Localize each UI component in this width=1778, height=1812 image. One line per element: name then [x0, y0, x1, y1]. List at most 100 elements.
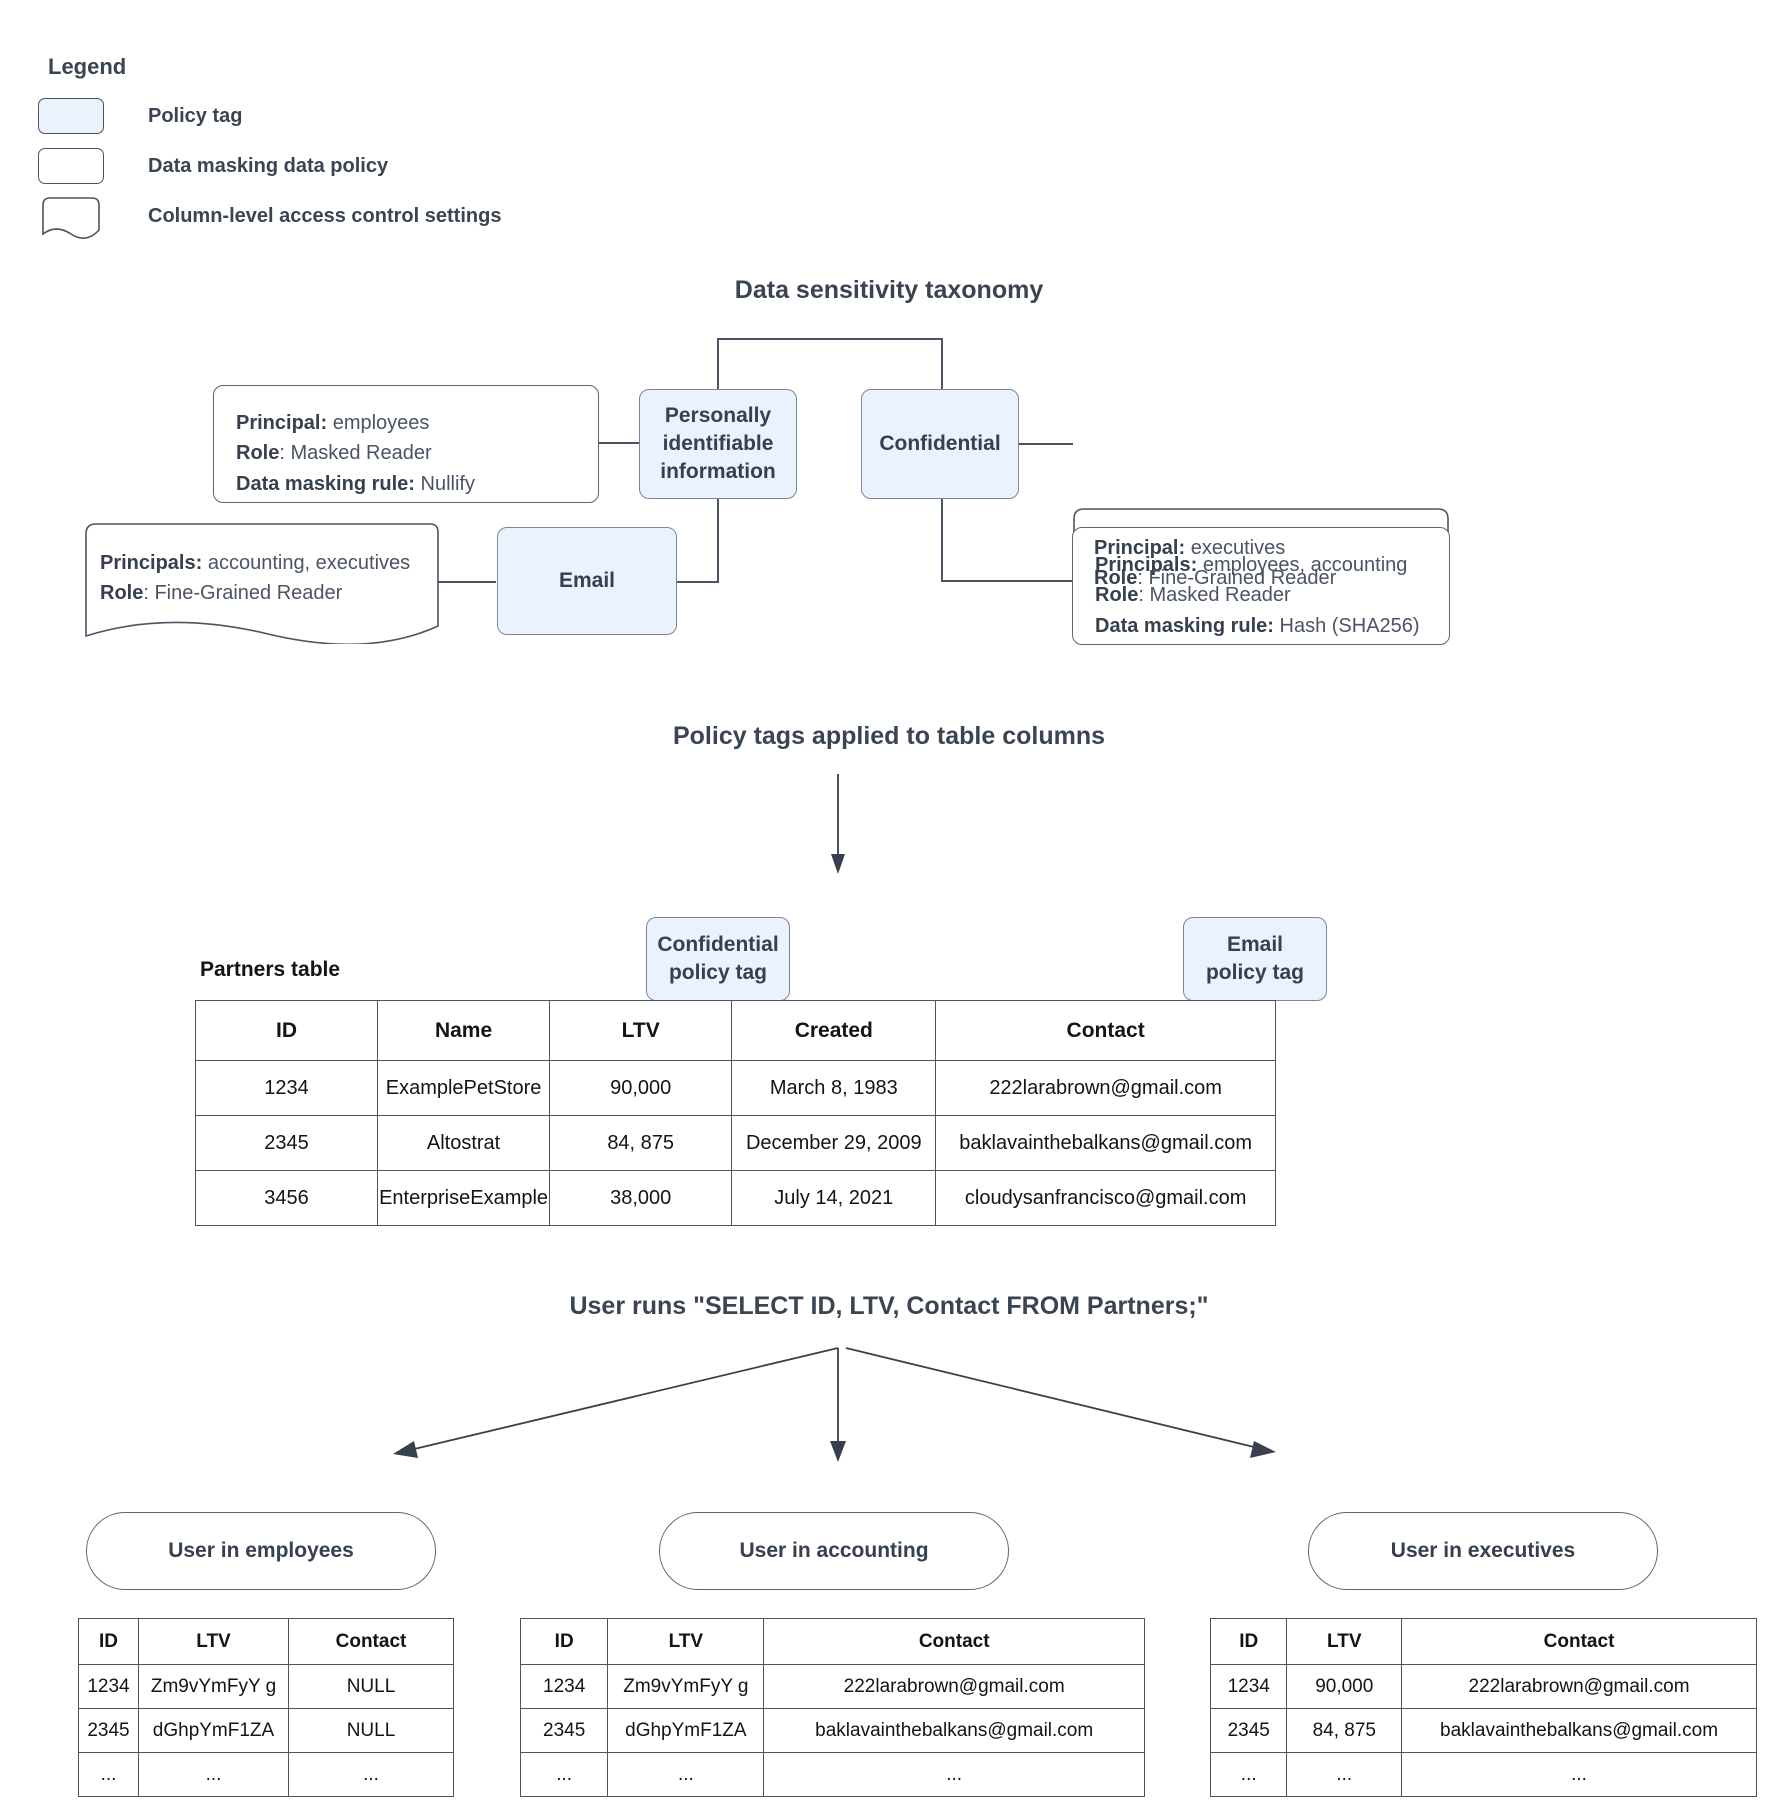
column-policy-tag-line2: policy tag: [1205, 961, 1305, 984]
legend-item-policy-tag: Policy tag: [38, 98, 242, 134]
table-cell: baklavainthebalkans@gmail.com: [763, 1708, 1145, 1753]
persona-pill-executives[interactable]: User in executives: [1308, 1512, 1658, 1590]
connector-pii-to-email: [676, 581, 719, 583]
data-masking-policy-confidential[interactable]: Principals: employees, accounting Role: …: [1072, 527, 1450, 645]
connector-pii-to-mask: [598, 442, 640, 444]
table-cell: 84, 875: [1286, 1708, 1403, 1753]
table-cell: 222larabrown@gmail.com: [935, 1060, 1276, 1116]
table-cell: 1234: [78, 1664, 139, 1709]
legend-label-column-access: Column-level access control settings: [148, 204, 502, 227]
table-cell: 84, 875: [549, 1115, 733, 1171]
document-shape-icon: [85, 523, 439, 644]
connector-confidential-top: [941, 338, 943, 390]
policy-line: Role: Fine-Grained Reader: [100, 582, 343, 605]
table-cell: ...: [138, 1752, 289, 1797]
table-cell: Zm9vYmFyY g: [607, 1664, 765, 1709]
data-masking-swatch: [38, 148, 104, 184]
table-cell: 2345: [78, 1708, 139, 1753]
policy-tag-email[interactable]: Email: [497, 527, 677, 635]
connector-confidential-to-access: [1018, 443, 1073, 445]
persona-label: User in executives: [1390, 1539, 1576, 1562]
table-cell: ...: [519, 1752, 609, 1797]
connector-confidential-to-mask: [941, 580, 1073, 582]
column-header: ID: [78, 1618, 139, 1665]
table-cell: 2345: [194, 1115, 379, 1171]
table-cell: dGhpYmF1ZA: [138, 1708, 289, 1753]
table-cell: baklavainthebalkans@gmail.com: [935, 1115, 1276, 1171]
table-cell: ...: [78, 1752, 139, 1797]
policy-tag-pii-label: Personally identifiable information: [660, 404, 776, 483]
policy-line: Role: Fine-Grained Reader: [1094, 567, 1337, 590]
table-cell: ...: [288, 1752, 454, 1797]
column-header: LTV: [607, 1618, 765, 1665]
table-cell: 2345: [1209, 1708, 1288, 1753]
data-masking-policy-pii[interactable]: Principal: employees Role: Masked Reader…: [213, 385, 599, 503]
persona-pill-employees[interactable]: User in employees: [86, 1512, 436, 1590]
table-cell: 38,000: [549, 1170, 733, 1226]
table-cell: baklavainthebalkans@gmail.com: [1401, 1708, 1757, 1753]
table-cell: December 29, 2009: [731, 1115, 937, 1171]
column-header: Contact: [288, 1618, 454, 1665]
policy-tag-swatch: [38, 98, 104, 134]
connector-email-to-access: [438, 581, 496, 583]
table-cell: 3456: [194, 1170, 379, 1226]
column-header: Name: [377, 1000, 551, 1061]
legend-label-policy-tag: Policy tag: [148, 104, 243, 127]
applied-title: Policy tags applied to table columns: [672, 722, 1106, 750]
column-policy-tag-line1: Email: [1226, 933, 1284, 957]
column-header: LTV: [1286, 1618, 1403, 1665]
taxonomy-title: Data sensitivity taxonomy: [734, 276, 1044, 304]
column-access-settings-email[interactable]: Principals: accounting, executives Role:…: [78, 522, 440, 644]
table-cell: ...: [763, 1752, 1145, 1797]
column-policy-tag-line2: policy tag: [668, 961, 768, 984]
legend-item-column-access: Column-level access control settings: [38, 196, 502, 239]
column-policy-tag-confidential[interactable]: Confidential policy tag: [646, 917, 790, 1001]
persona-pill-accounting[interactable]: User in accounting: [659, 1512, 1009, 1590]
table-cell: Zm9vYmFyY g: [138, 1664, 289, 1709]
connector-confidential-down: [941, 498, 943, 581]
policy-tag-email-label: Email: [558, 569, 616, 593]
policy-tag-confidential-label: Confidential: [879, 432, 1001, 456]
policy-tag-confidential[interactable]: Confidential: [861, 389, 1019, 499]
policy-line: Data masking rule: Hash (SHA256): [1095, 614, 1420, 637]
table-cell: NULL: [288, 1708, 454, 1753]
policy-line: Role: Masked Reader: [1095, 584, 1291, 607]
policy-line: Role: Masked Reader: [236, 442, 432, 465]
table-cell: NULL: [288, 1664, 454, 1709]
partners-table-label: Partners table: [200, 958, 341, 981]
persona-label: User in accounting: [739, 1539, 929, 1562]
column-header: Contact: [935, 1000, 1276, 1061]
column-header: LTV: [138, 1618, 289, 1665]
persona-label: User in employees: [168, 1539, 354, 1562]
access-settings-text: Principal: executives Role: Fine-Grained…: [1072, 507, 1450, 594]
table-cell: ...: [607, 1752, 765, 1797]
policy-tag-pii[interactable]: Personally identifiable information: [639, 389, 797, 499]
table-cell: Altostrat: [377, 1115, 551, 1171]
column-policy-tag-email[interactable]: Email policy tag: [1183, 917, 1327, 1001]
document-swatch: [38, 196, 104, 239]
connector-pii-down: [717, 498, 719, 582]
legend-item-data-masking: Data masking data policy: [38, 148, 388, 184]
connector-root-bar: [717, 338, 942, 340]
table-cell: July 14, 2021: [731, 1170, 937, 1226]
table-cell: 1234: [194, 1060, 379, 1116]
table-cell: 90,000: [1286, 1664, 1403, 1709]
arrow-down-to-table: [831, 774, 845, 874]
legend-label-data-masking: Data masking data policy: [148, 154, 389, 177]
table-cell: ExamplePetStore: [377, 1060, 551, 1116]
query-title: User runs "SELECT ID, LTV, Contact FROM …: [569, 1292, 1209, 1320]
column-header: Contact: [763, 1618, 1145, 1665]
table-cell: cloudysanfrancisco@gmail.com: [935, 1170, 1276, 1226]
column-header: LTV: [549, 1000, 733, 1061]
